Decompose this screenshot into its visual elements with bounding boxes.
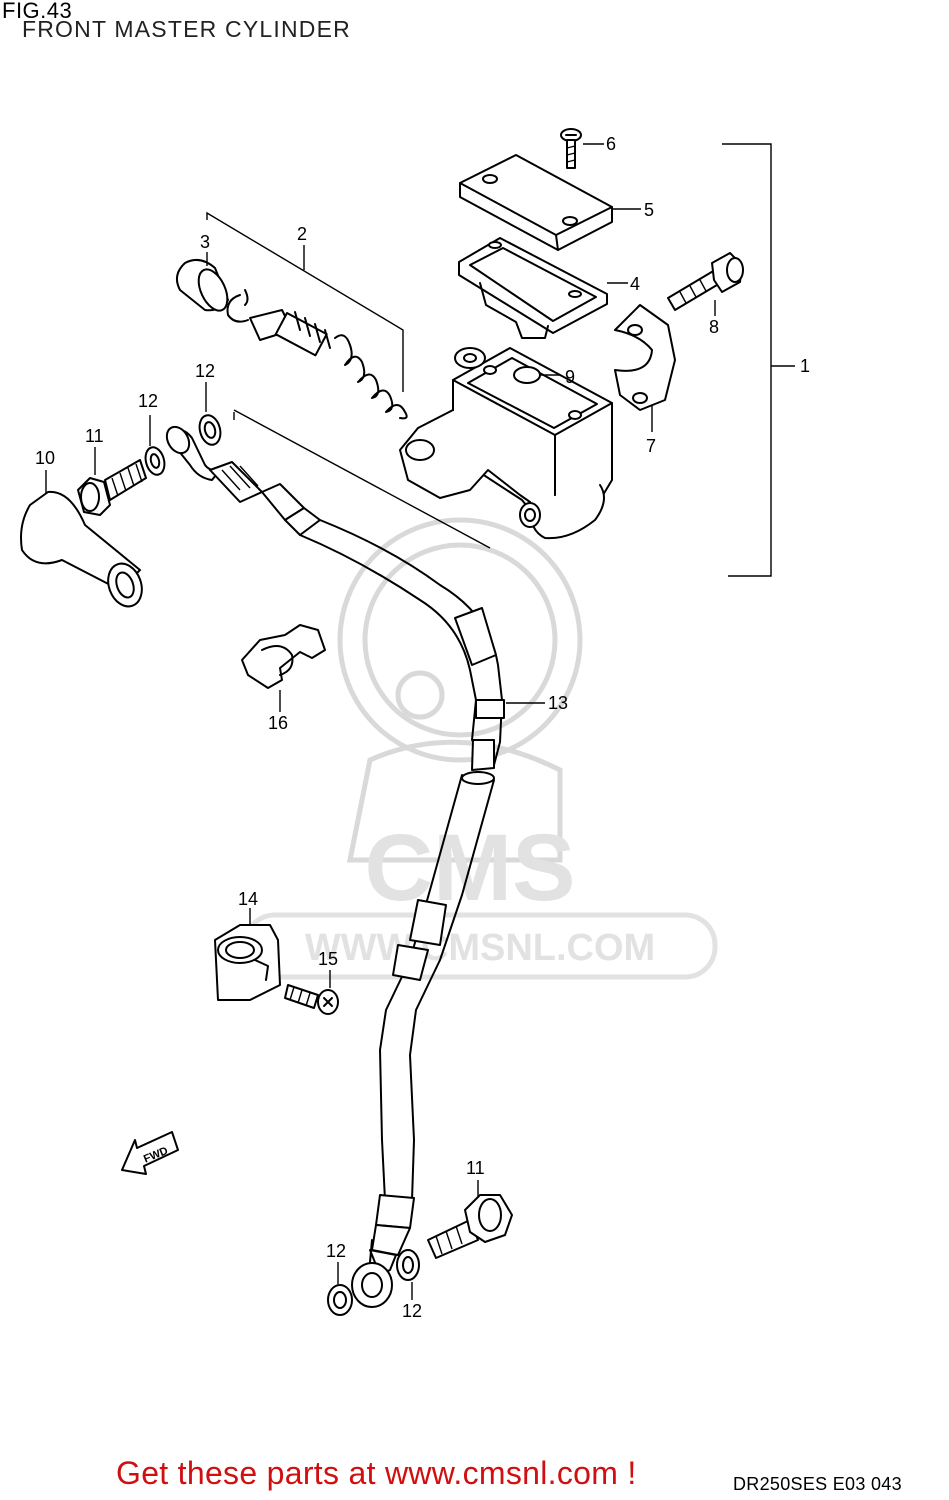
part-12-washer-c (327, 1262, 353, 1316)
assembly-bracket-1 (722, 143, 795, 577)
callout-11-upper: 11 (85, 426, 104, 446)
callout-15: 15 (318, 949, 339, 969)
figure-code: DR250SES E03 043 (733, 1474, 902, 1494)
callout-4: 4 (630, 274, 641, 294)
callout-12-c: 12 (326, 1241, 347, 1261)
part-12-washer-d (396, 1249, 420, 1300)
part-10-cap (20, 470, 143, 608)
callout-14: 14 (238, 889, 259, 909)
callout-2: 2 (297, 224, 308, 244)
fwd-direction-arrow: FWD (121, 1131, 179, 1175)
kit-bracket-2 (206, 211, 404, 392)
part-13-brake-hose-lower (369, 771, 495, 1276)
part-13-brake-hose (165, 409, 545, 771)
callout-3: 3 (200, 232, 211, 252)
part-8-bolt (667, 252, 744, 316)
part-piston-spring (249, 309, 408, 420)
part-15-screw (284, 970, 339, 1015)
callout-7: 7 (646, 436, 657, 456)
figure-number: FIG.43 (2, 0, 73, 23)
part-11-banjo-bolt-upper (77, 447, 147, 516)
part-16-hose-clamp (241, 624, 326, 712)
callout-11-lower: 11 (466, 1158, 485, 1178)
part-12-washer-b (198, 382, 222, 446)
promo-link[interactable]: Get these parts at www.cmsnl.com ! (116, 1455, 637, 1491)
callout-13: 13 (548, 693, 569, 713)
figure-title: FRONT MASTER CYLINDER (22, 16, 351, 42)
callout-12-a: 12 (138, 391, 159, 411)
watermark-url: WWW.CMSNL.COM (305, 927, 655, 969)
callout-8: 8 (709, 317, 720, 337)
callout-5: 5 (644, 200, 655, 220)
callout-1: 1 (800, 356, 811, 376)
part-4-diaphragm (458, 237, 628, 339)
part-7-clamp (614, 304, 676, 432)
part-11-banjo-bolt-lower (427, 1180, 513, 1259)
part-3-boot (175, 252, 229, 312)
part-circlip (226, 289, 249, 323)
part-14-hose-guide (214, 908, 281, 1001)
part-12-washer-a (144, 415, 166, 476)
callout-10: 10 (35, 448, 56, 468)
part-5-reservoir-cap (459, 154, 641, 251)
master-cylinder-body (399, 347, 613, 540)
callout-9: 9 (565, 367, 576, 387)
callout-6: 6 (606, 134, 617, 154)
part-banjo-fitting-lower (351, 1239, 393, 1308)
callout-12-d: 12 (402, 1301, 423, 1321)
callout-16: 16 (268, 713, 289, 733)
part-6-screw (560, 128, 604, 169)
callout-12-b: 12 (195, 361, 216, 381)
